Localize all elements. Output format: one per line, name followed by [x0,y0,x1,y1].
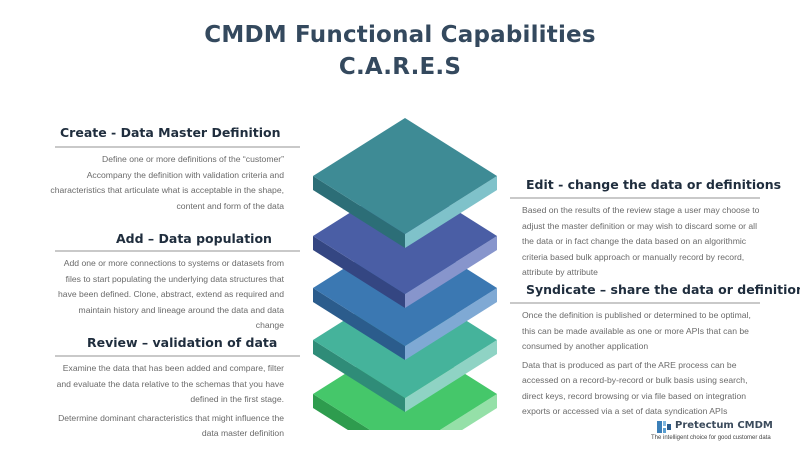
edit-description: Based on the results of the review stage… [522,203,767,284]
create-heading: Create - Data Master Definition [60,125,281,140]
stack-layer-5-right-face [439,394,497,430]
stack-layer-3-right-face [405,288,497,360]
add-description: Add one or more connections to systems o… [48,256,284,337]
review-paragraph-1: Examine the data that has been added and… [56,363,284,404]
add-paragraph-1: Add one or more connections to systems o… [58,258,284,330]
edit-heading: Edit - change the data or definitions [526,177,782,192]
syndicate-description: Once the definition is published or dete… [522,308,764,423]
page-title: CMDM Functional Capabilities [204,22,596,48]
stack-layer-2-right-face [405,236,497,308]
page-subtitle: C.A.R.E.S [338,54,462,80]
stack-layer-2-left-face [313,236,405,308]
review-heading: Review – validation of data [87,335,278,350]
edit-paragraph-1: Based on the results of the review stage… [522,205,760,277]
stack-layer-1-top-face [313,118,497,234]
review-divider [55,355,300,357]
layer-stack [313,118,497,430]
review-paragraph-2: Determine dominant characteristics that … [58,412,284,439]
add-heading: Add – Data population [116,231,272,246]
syndicate-paragraph-1: Once the definition is published or dete… [522,310,751,351]
stack-layer-1 [313,118,497,248]
syndicate-paragraph-2: Data that is produced as part of the ARE… [522,359,748,417]
syndicate-heading: Syndicate – share the data or definition [526,282,800,297]
stack-layer-1-right-face [405,176,497,248]
brand-tagline: The intelligent choice for good customer… [651,435,771,441]
create-description: Define one or more definitions of the “c… [48,152,284,217]
create-paragraph-2: Accompany the definition with validation… [50,169,284,211]
create-divider [55,146,300,148]
pretectum-logo-icon [657,421,671,433]
stack-layer-4-left-face [313,340,405,412]
stack-layer-3-left-face [313,288,405,360]
stack-layer-1-left-face [313,176,405,248]
brand-name: Pretectum CMDM [675,420,773,431]
syndicate-divider [510,302,760,304]
stack-layer-4-right-face [405,340,497,412]
review-description: Examine the data that has been added and… [48,361,284,445]
edit-divider [510,197,760,199]
add-divider [55,250,300,252]
create-paragraph-1: Define one or more definitions of the “c… [102,154,284,164]
